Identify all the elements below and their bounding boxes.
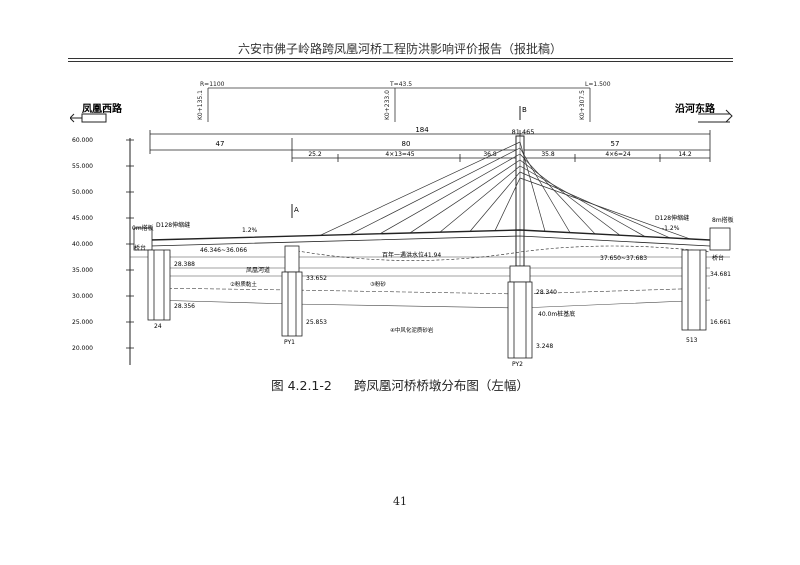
section-b: B <box>522 106 527 114</box>
dim-mid: 80 <box>402 140 411 148</box>
right-road-label: 沿河东路 <box>675 102 716 115</box>
river-label: 凤凰河道 <box>246 266 270 274</box>
elevation-tick-label: 55.000 <box>72 163 93 170</box>
abutment-left <box>133 227 171 321</box>
stay-cable <box>469 171 521 232</box>
right-mark-2: 16.661 <box>710 319 731 326</box>
stay-cable <box>519 141 546 232</box>
elevation-tick-label: 50.000 <box>72 189 93 196</box>
pier-1 <box>281 245 303 337</box>
left-box-label: 桥台 <box>134 244 146 252</box>
stay-cable <box>439 165 521 233</box>
header-rule-bottom <box>68 61 733 62</box>
stay-cable <box>409 159 521 234</box>
svg-text:K0+233.0: K0+233.0 <box>384 90 391 120</box>
elevation-ticks: 60.000 55.000 50.000 45.000 40.000 35.000 30.0… <box>72 137 134 352</box>
right-box-label: 桥台 <box>712 254 724 262</box>
stay-cable <box>519 147 571 233</box>
pier-mark-1: 33.652 <box>306 275 327 282</box>
pier-2 <box>507 265 533 359</box>
stay-cable <box>519 159 621 236</box>
stay-cable <box>494 177 521 231</box>
stay-cable <box>379 153 521 235</box>
stay-cables <box>319 141 691 240</box>
abutment-left-joint: D128伸缩缝 <box>156 221 190 229</box>
pier-mark-3: 28.340 <box>536 289 557 296</box>
elevation-tick-label: 60.000 <box>72 137 93 144</box>
section-a: A <box>294 206 299 214</box>
left-arrow-icon <box>70 113 107 123</box>
svg-text:K0+135.1: K0+135.1 <box>197 90 204 120</box>
abutment-right <box>681 227 731 331</box>
elevation-tick-label: 30.000 <box>72 293 93 300</box>
elevation-tick-label: 40.000 <box>72 241 93 248</box>
stay-cable <box>519 177 691 240</box>
sub-dim-1: 4×13=45 <box>385 151 414 158</box>
figure-title: 跨凤凰河桥桥墩分布图（左幅） <box>353 378 529 393</box>
pile-right-label: 513 <box>686 337 698 344</box>
elevation-tick-label: 25.000 <box>72 319 93 326</box>
sub-dim-3: 35.8 <box>541 151 555 158</box>
grade-right: -1.2% <box>662 225 680 232</box>
abutment-right-joint: D128伸缩缝 <box>655 214 689 222</box>
soil-label-3: ④中风化泥质砂岩 <box>390 326 434 334</box>
bridge-deck <box>149 229 711 261</box>
page-header: 六安市佛子岭路跨凤凰河桥工程防洪影响评价报告（报批稿） <box>237 42 562 56</box>
pile-left-label: 24 <box>154 323 162 330</box>
ground-lines <box>130 256 730 309</box>
sub-dim-4: 4×6=24 <box>605 151 631 158</box>
pier-mark-4: 3.248 <box>536 343 553 350</box>
svg-text:K0+307.5: K0+307.5 <box>579 90 586 120</box>
bottom-note: 40.0m桩基底 <box>538 310 575 318</box>
soil-label-1: ②粉质黏土 <box>230 280 257 288</box>
svg-text:R=1100: R=1100 <box>200 81 225 88</box>
soil-label-2: ③粉砂 <box>370 280 386 288</box>
pile-pier2-label: PY2 <box>512 361 523 368</box>
bridge-drawing: 凤凰西路 沿河东路 60.000 55.000 50.000 45.000 40.000… <box>70 81 734 368</box>
page-number: 41 <box>393 495 407 508</box>
right-span-elev: 37.650~37.683 <box>600 255 647 262</box>
svg-text:L=1.500: L=1.500 <box>585 81 611 88</box>
elevation-tick-label: 35.000 <box>72 267 93 274</box>
figure-caption: 图 4.2.1-2 跨凤凰河桥桥墩分布图（左幅） <box>0 375 800 394</box>
stay-cable <box>519 165 646 237</box>
left-road-label: 凤凰西路 <box>82 102 123 115</box>
dim-total: 184 <box>415 126 429 134</box>
sub-dim-5: 14.2 <box>678 151 692 158</box>
elevation-tick-label: 45.000 <box>72 215 93 222</box>
pile-pier1-label: PY1 <box>284 339 295 346</box>
left-small-label: 0m搭板 <box>132 224 154 232</box>
right-mark-1: 34.681 <box>710 271 731 278</box>
stay-cable <box>349 147 521 235</box>
elevation-tick-label: 20.000 <box>72 345 93 352</box>
figure-number: 图 4.2.1-2 <box>271 378 332 393</box>
pylon-elevation: 81.465 <box>512 128 535 136</box>
sub-dim-0: 25.2 <box>308 151 322 158</box>
dim-right: 57 <box>611 140 620 148</box>
top-markers <box>207 87 591 122</box>
right-arrow-icon <box>698 109 733 123</box>
left-span-elev: 46.346~36.066 <box>200 247 247 254</box>
stay-cable <box>519 153 596 235</box>
svg-text:T=43.5: T=43.5 <box>389 81 412 88</box>
dim-left: 47 <box>216 140 225 148</box>
left-mark-1: 28.388 <box>174 261 195 268</box>
left-mark-2: 28.356 <box>174 303 195 310</box>
header-rule-top <box>68 58 733 59</box>
pier-mark-2: 25.853 <box>306 319 327 326</box>
grade-left: 1.2% <box>242 227 258 234</box>
flood-level-note: 百年一遇洪水位41.94 <box>382 251 441 259</box>
right-small-label: 8m搭板 <box>712 216 734 224</box>
stay-cable <box>319 141 521 236</box>
sub-dim-2: 36.8 <box>483 151 497 158</box>
